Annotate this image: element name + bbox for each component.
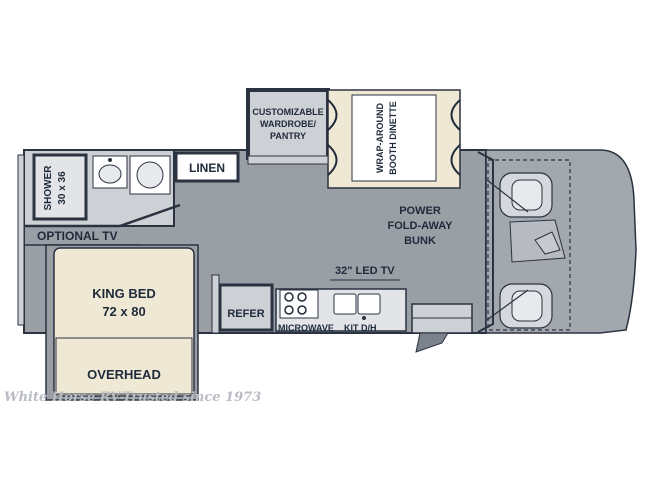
wardrobe-label-line3: PANTRY: [270, 131, 306, 141]
refer-label: REFER: [227, 308, 264, 320]
wardrobe-pantry: CUSTOMIZABLE WARDROBE/ PANTRY: [246, 88, 330, 160]
bunk-label: POWER: [399, 205, 441, 217]
lavatory-sink-icon: [92, 155, 128, 189]
king-bed-size-label: 72 x 80: [102, 304, 145, 319]
refrigerator: REFER: [211, 274, 274, 334]
wardrobe-base: [247, 155, 329, 165]
driver-seat-icon: [486, 172, 553, 218]
linen-closet: LINEN: [174, 151, 240, 183]
dinette-label: WRAP-AROUND: [375, 103, 385, 173]
watermark: White Horse RV-Trusted since 1973: [4, 390, 261, 405]
bunk-label-line3: BUNK: [404, 235, 436, 247]
microwave-label: MICROWAVE: [278, 323, 334, 333]
dinette-label-line2: BOOTH DINETTE: [388, 101, 398, 175]
optional-tv-label: OPTIONAL TV: [37, 229, 117, 243]
toilet-icon: [129, 155, 171, 195]
linen-label: LINEN: [189, 161, 225, 175]
rear-window: [17, 154, 25, 326]
booth-dinette: WRAP-AROUND BOOTH DINETTE: [327, 89, 461, 189]
wardrobe-label-line2: WARDROBE/: [260, 119, 316, 129]
shower-size-label: 30 x 36: [57, 171, 68, 205]
stove-burners-icon: [284, 292, 307, 315]
wardrobe-label: CUSTOMIZABLE: [252, 107, 323, 117]
king-bed-label: KING BED: [92, 286, 156, 301]
kitchen-sink-icon: [333, 293, 381, 320]
led-tv-label: 32" LED TV: [335, 265, 395, 277]
entry-door: [411, 303, 473, 353]
bunk-label-line2: FOLD-AWAY: [388, 220, 454, 232]
shower: SHOWER 30 x 36: [32, 153, 88, 221]
kit-dh-label: KIT D/H: [344, 323, 377, 333]
overhead-label: OVERHEAD: [87, 367, 161, 382]
bedroom-slide: [45, 244, 199, 401]
shower-label: SHOWER: [43, 165, 54, 211]
passenger-seat-icon: [486, 283, 553, 329]
